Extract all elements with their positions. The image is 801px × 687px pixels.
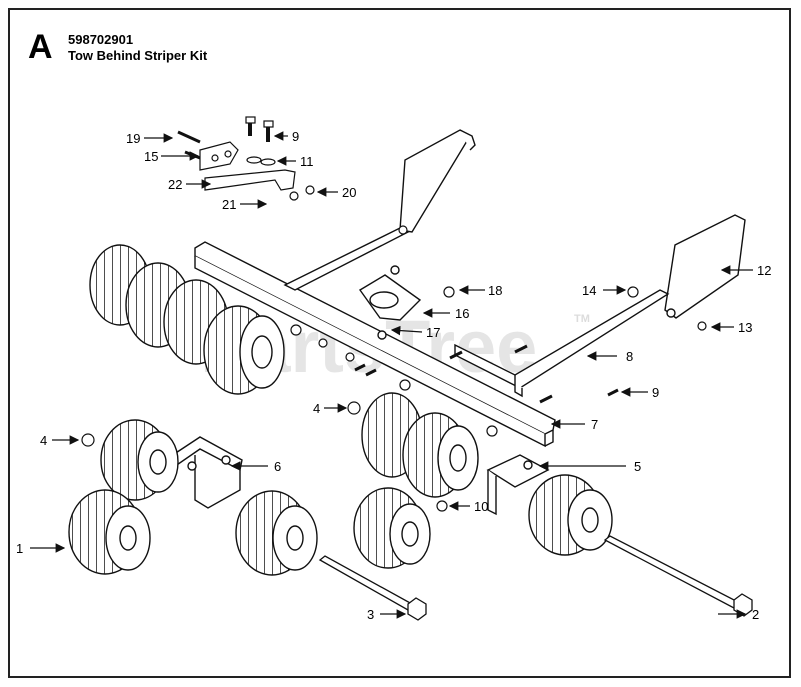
- callout-4a: 4: [40, 433, 47, 448]
- callout-labels: 1 2 3 4 4 5 6 7 8 9 9 10 11 12 13 14 15 …: [16, 129, 771, 622]
- callout-3: 3: [367, 607, 374, 622]
- main-frame-beam: [194, 241, 556, 448]
- wheel-center: [353, 487, 431, 569]
- callout-15: 15: [144, 149, 158, 164]
- callout-14: 14: [582, 283, 596, 298]
- upper-left-wheel-stack: [89, 244, 285, 395]
- callout-18: 18: [488, 283, 502, 298]
- callout-9b: 9: [652, 385, 659, 400]
- wheel-left-upper: [100, 419, 179, 501]
- callout-1: 1: [16, 541, 23, 556]
- callout-19: 19: [126, 131, 140, 146]
- callout-7: 7: [591, 417, 598, 432]
- wheel-center-left: [235, 490, 318, 576]
- callout-16: 16: [455, 306, 469, 321]
- wheel-1: [68, 489, 151, 575]
- callout-10: 10: [474, 499, 488, 514]
- hardware-cluster: [81, 116, 707, 512]
- callout-2: 2: [752, 607, 759, 622]
- kit-title: Tow Behind Striper Kit: [68, 48, 208, 63]
- callout-4b: 4: [313, 401, 320, 416]
- callout-13: 13: [738, 320, 752, 335]
- callout-12: 12: [757, 263, 771, 278]
- callout-6: 6: [274, 459, 281, 474]
- hitch-clevis-16: [358, 265, 422, 340]
- axle-3: [318, 555, 427, 621]
- callout-17: 17: [426, 325, 440, 340]
- callout-20: 20: [342, 185, 356, 200]
- callout-22: 22: [168, 177, 182, 192]
- callout-11: 11: [300, 154, 314, 169]
- part-number: 598702901: [68, 32, 134, 47]
- callout-9a: 9: [292, 129, 299, 144]
- middle-wheel-pair: [361, 392, 479, 498]
- callout-21: 21: [222, 197, 236, 212]
- svg-text:TM: TM: [574, 313, 590, 325]
- hitch-drawbar: [283, 129, 476, 291]
- wheel-right: [528, 474, 613, 556]
- callout-5: 5: [634, 459, 641, 474]
- beam-bolts: [290, 225, 553, 437]
- callout-8: 8: [626, 349, 633, 364]
- bracket-12: [664, 214, 746, 319]
- diagram-frame: [8, 8, 791, 678]
- axle-2: [603, 535, 753, 617]
- callout-arrows: [30, 131, 753, 619]
- section-letter: A: [28, 28, 53, 66]
